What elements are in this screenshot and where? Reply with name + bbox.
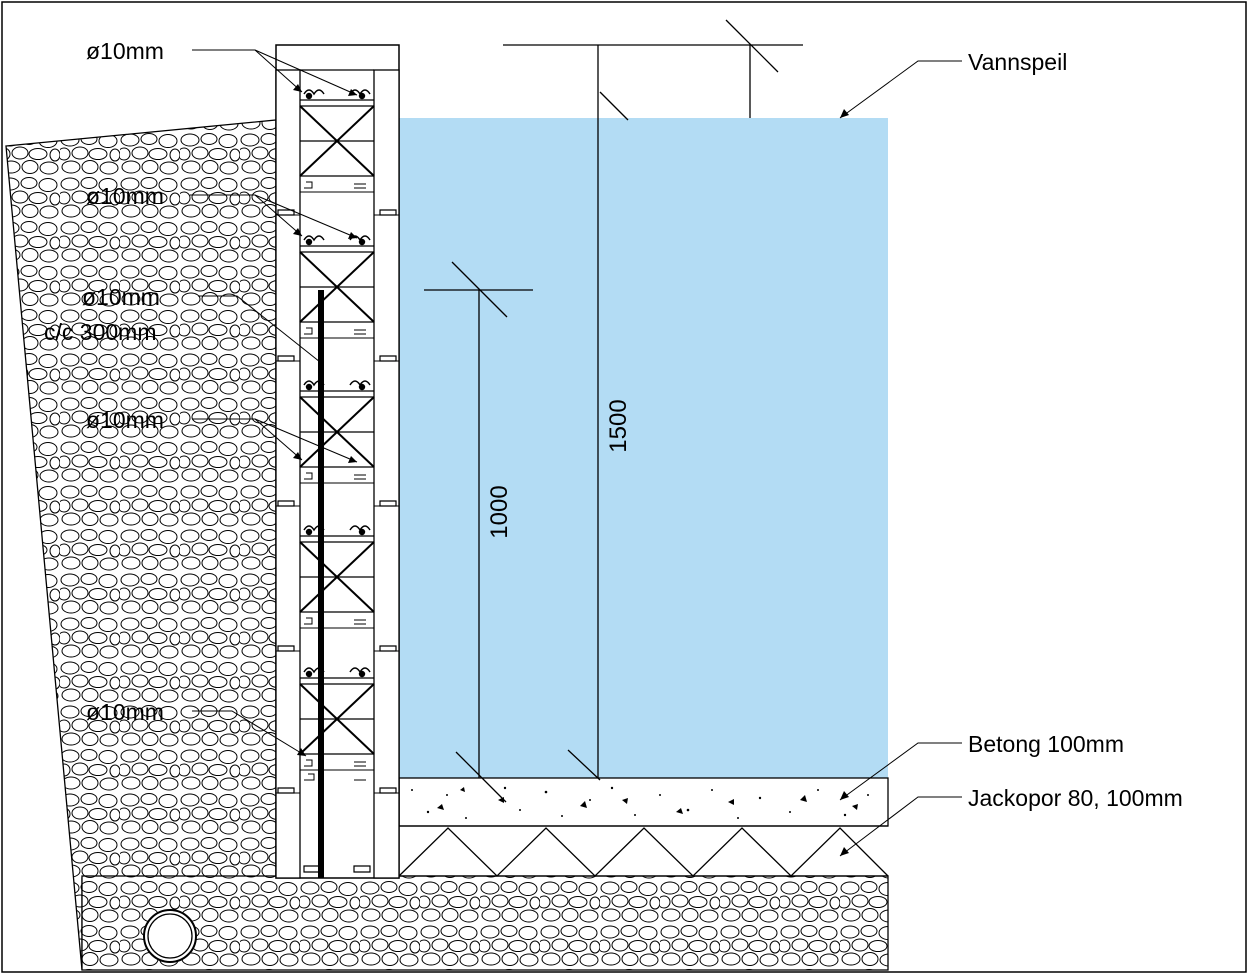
vertical-rebar — [318, 290, 324, 878]
water-body — [399, 118, 888, 778]
wall-block-stack — [275, 44, 400, 879]
horizontal-rebar — [305, 670, 313, 678]
block-connector — [304, 773, 366, 781]
block-connector — [304, 327, 366, 335]
dimension-1500-text: 1500 — [605, 399, 632, 452]
gravel-backfill — [5, 119, 277, 971]
horizontal-rebar — [358, 383, 366, 391]
gravel-bed — [81, 875, 889, 971]
label-rebar-3: ø10mm — [86, 407, 164, 433]
label-concrete: Betong 100mm — [968, 731, 1124, 757]
horizontal-rebar — [305, 238, 313, 246]
horizontal-rebar — [358, 92, 366, 100]
horizontal-rebar — [305, 528, 313, 536]
horizontal-rebar — [305, 92, 313, 100]
wall-block-units — [276, 89, 399, 873]
block-connector — [304, 617, 366, 625]
dimension-1500-lines — [503, 19, 803, 781]
horizontal-rebar — [358, 238, 366, 246]
dimension-1000-text: 1000 — [486, 485, 513, 538]
label-rebar-1: ø10mm — [86, 38, 164, 64]
block-connector — [304, 759, 366, 767]
horizontal-rebar — [305, 383, 313, 391]
leader-lines — [190, 49, 962, 857]
dimension-1000-lines — [424, 261, 533, 803]
block-connector — [304, 472, 366, 480]
label-water-level: Vannspeil — [968, 49, 1067, 75]
label-rebar-4: ø10mm — [86, 699, 164, 725]
horizontal-rebar — [358, 670, 366, 678]
label-insulation: Jackopor 80, 100mm — [968, 785, 1183, 811]
drain-pipe — [143, 909, 197, 963]
concrete-slab — [398, 777, 889, 827]
insulation-layer — [398, 825, 889, 877]
block-connector — [304, 181, 366, 189]
label-vertical-rebar-1: ø10mm — [82, 284, 160, 310]
label-rebar-2: ø10mm — [86, 183, 164, 209]
horizontal-rebar — [358, 528, 366, 536]
label-vertical-rebar-2: c/c 300mm — [44, 319, 156, 345]
leader-arrowheads — [293, 84, 849, 856]
